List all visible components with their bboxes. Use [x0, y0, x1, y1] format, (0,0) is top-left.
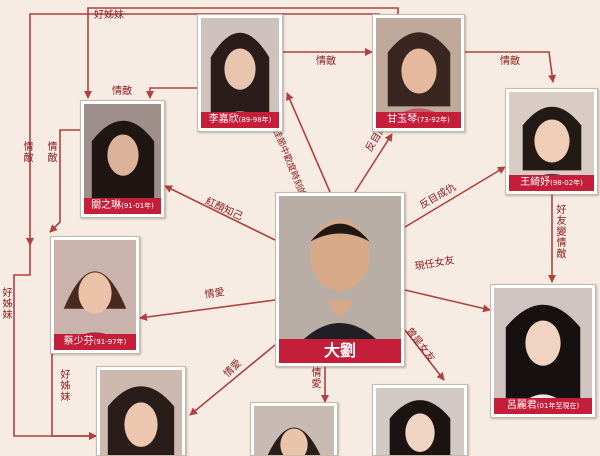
center-person-card[interactable]: 大劉	[275, 192, 405, 367]
portrait-photo	[494, 288, 592, 414]
person-card-wang[interactable]: 王綺妤(98-02年)	[505, 88, 598, 195]
portrait-photo	[376, 388, 464, 455]
person-name-tag: 關之琳(91-01年)	[84, 198, 161, 214]
center-portrait-photo	[279, 196, 401, 363]
label-li-gan: 情敵	[316, 56, 336, 67]
person-name-tag: 蔡少芬(91-97年)	[54, 334, 136, 350]
label-left-rival2: 情敵	[47, 142, 58, 164]
label-left-friend: 好姊妹	[2, 288, 13, 321]
portrait-photo	[100, 370, 182, 455]
person-card-guan[interactable]: 關之琳(91-01年)	[80, 100, 165, 218]
person-card-lu[interactable]: 呂麗君(01年至現在)	[490, 284, 596, 418]
label-cai-friend: 好姊妹	[60, 370, 71, 403]
label-left-rival1: 情敵	[23, 142, 34, 164]
person-card-cai[interactable]: 蔡少芬(91-97年)	[50, 236, 140, 354]
portrait-photo	[376, 18, 461, 128]
person-card-li[interactable]: 李嘉欣(89-98年)	[197, 14, 283, 132]
person-name-tag: 李嘉欣(89-98年)	[201, 112, 279, 128]
label-wang-lu: 好友變情敵	[556, 205, 567, 260]
label-gan-wang: 情敵	[500, 56, 520, 67]
label-top-rival: 情敵	[112, 86, 132, 97]
person-card-bottom-left[interactable]	[96, 366, 186, 456]
person-name-tag: 王綺妤(98-02年)	[509, 175, 594, 191]
portrait-photo	[254, 406, 334, 455]
center-name-tag: 大劉	[279, 339, 401, 363]
portrait-photo	[54, 240, 136, 350]
person-card-bottom-mid[interactable]	[250, 402, 338, 456]
label-top-friend: 好姊妹	[94, 10, 124, 21]
label-bottom-mid: 情愛	[311, 368, 322, 390]
person-name-tag: 呂麗君(01年至現在)	[494, 398, 592, 414]
person-name-tag: 甘玉琴(73-92年)	[376, 112, 461, 128]
person-card-gan[interactable]: 甘玉琴(73-92年)	[372, 14, 465, 132]
person-card-bottom-right[interactable]	[372, 384, 468, 456]
